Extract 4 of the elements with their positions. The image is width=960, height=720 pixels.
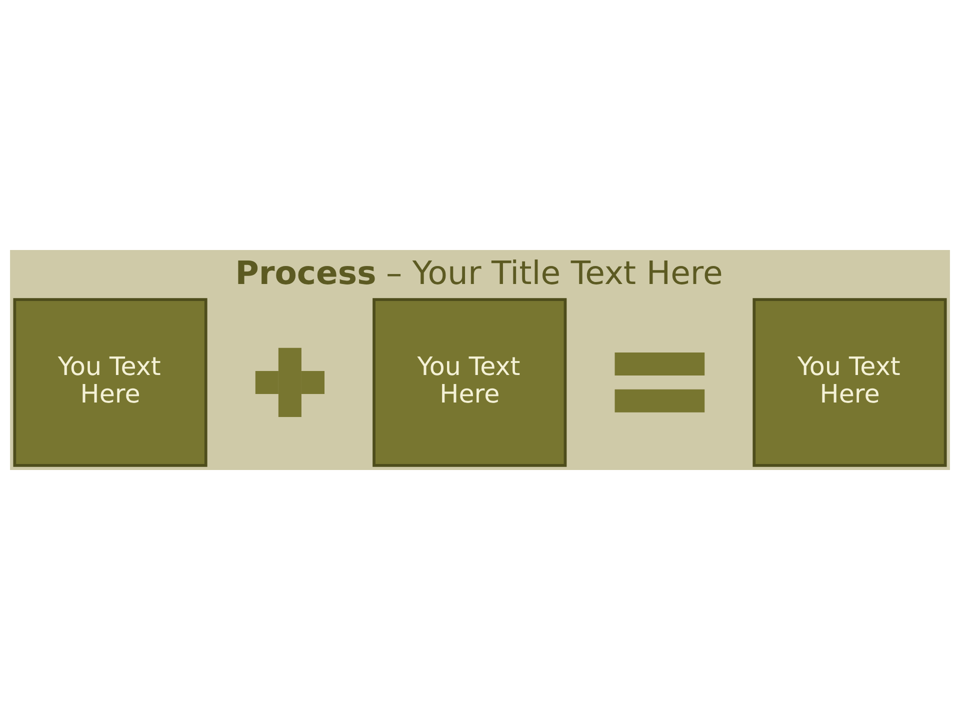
diagram-title: Process – Your Title Text Here bbox=[235, 254, 723, 292]
node-box: You Text Here bbox=[752, 298, 947, 467]
node-box: You Text Here bbox=[372, 298, 567, 467]
node-box: You Text Here bbox=[13, 298, 208, 467]
